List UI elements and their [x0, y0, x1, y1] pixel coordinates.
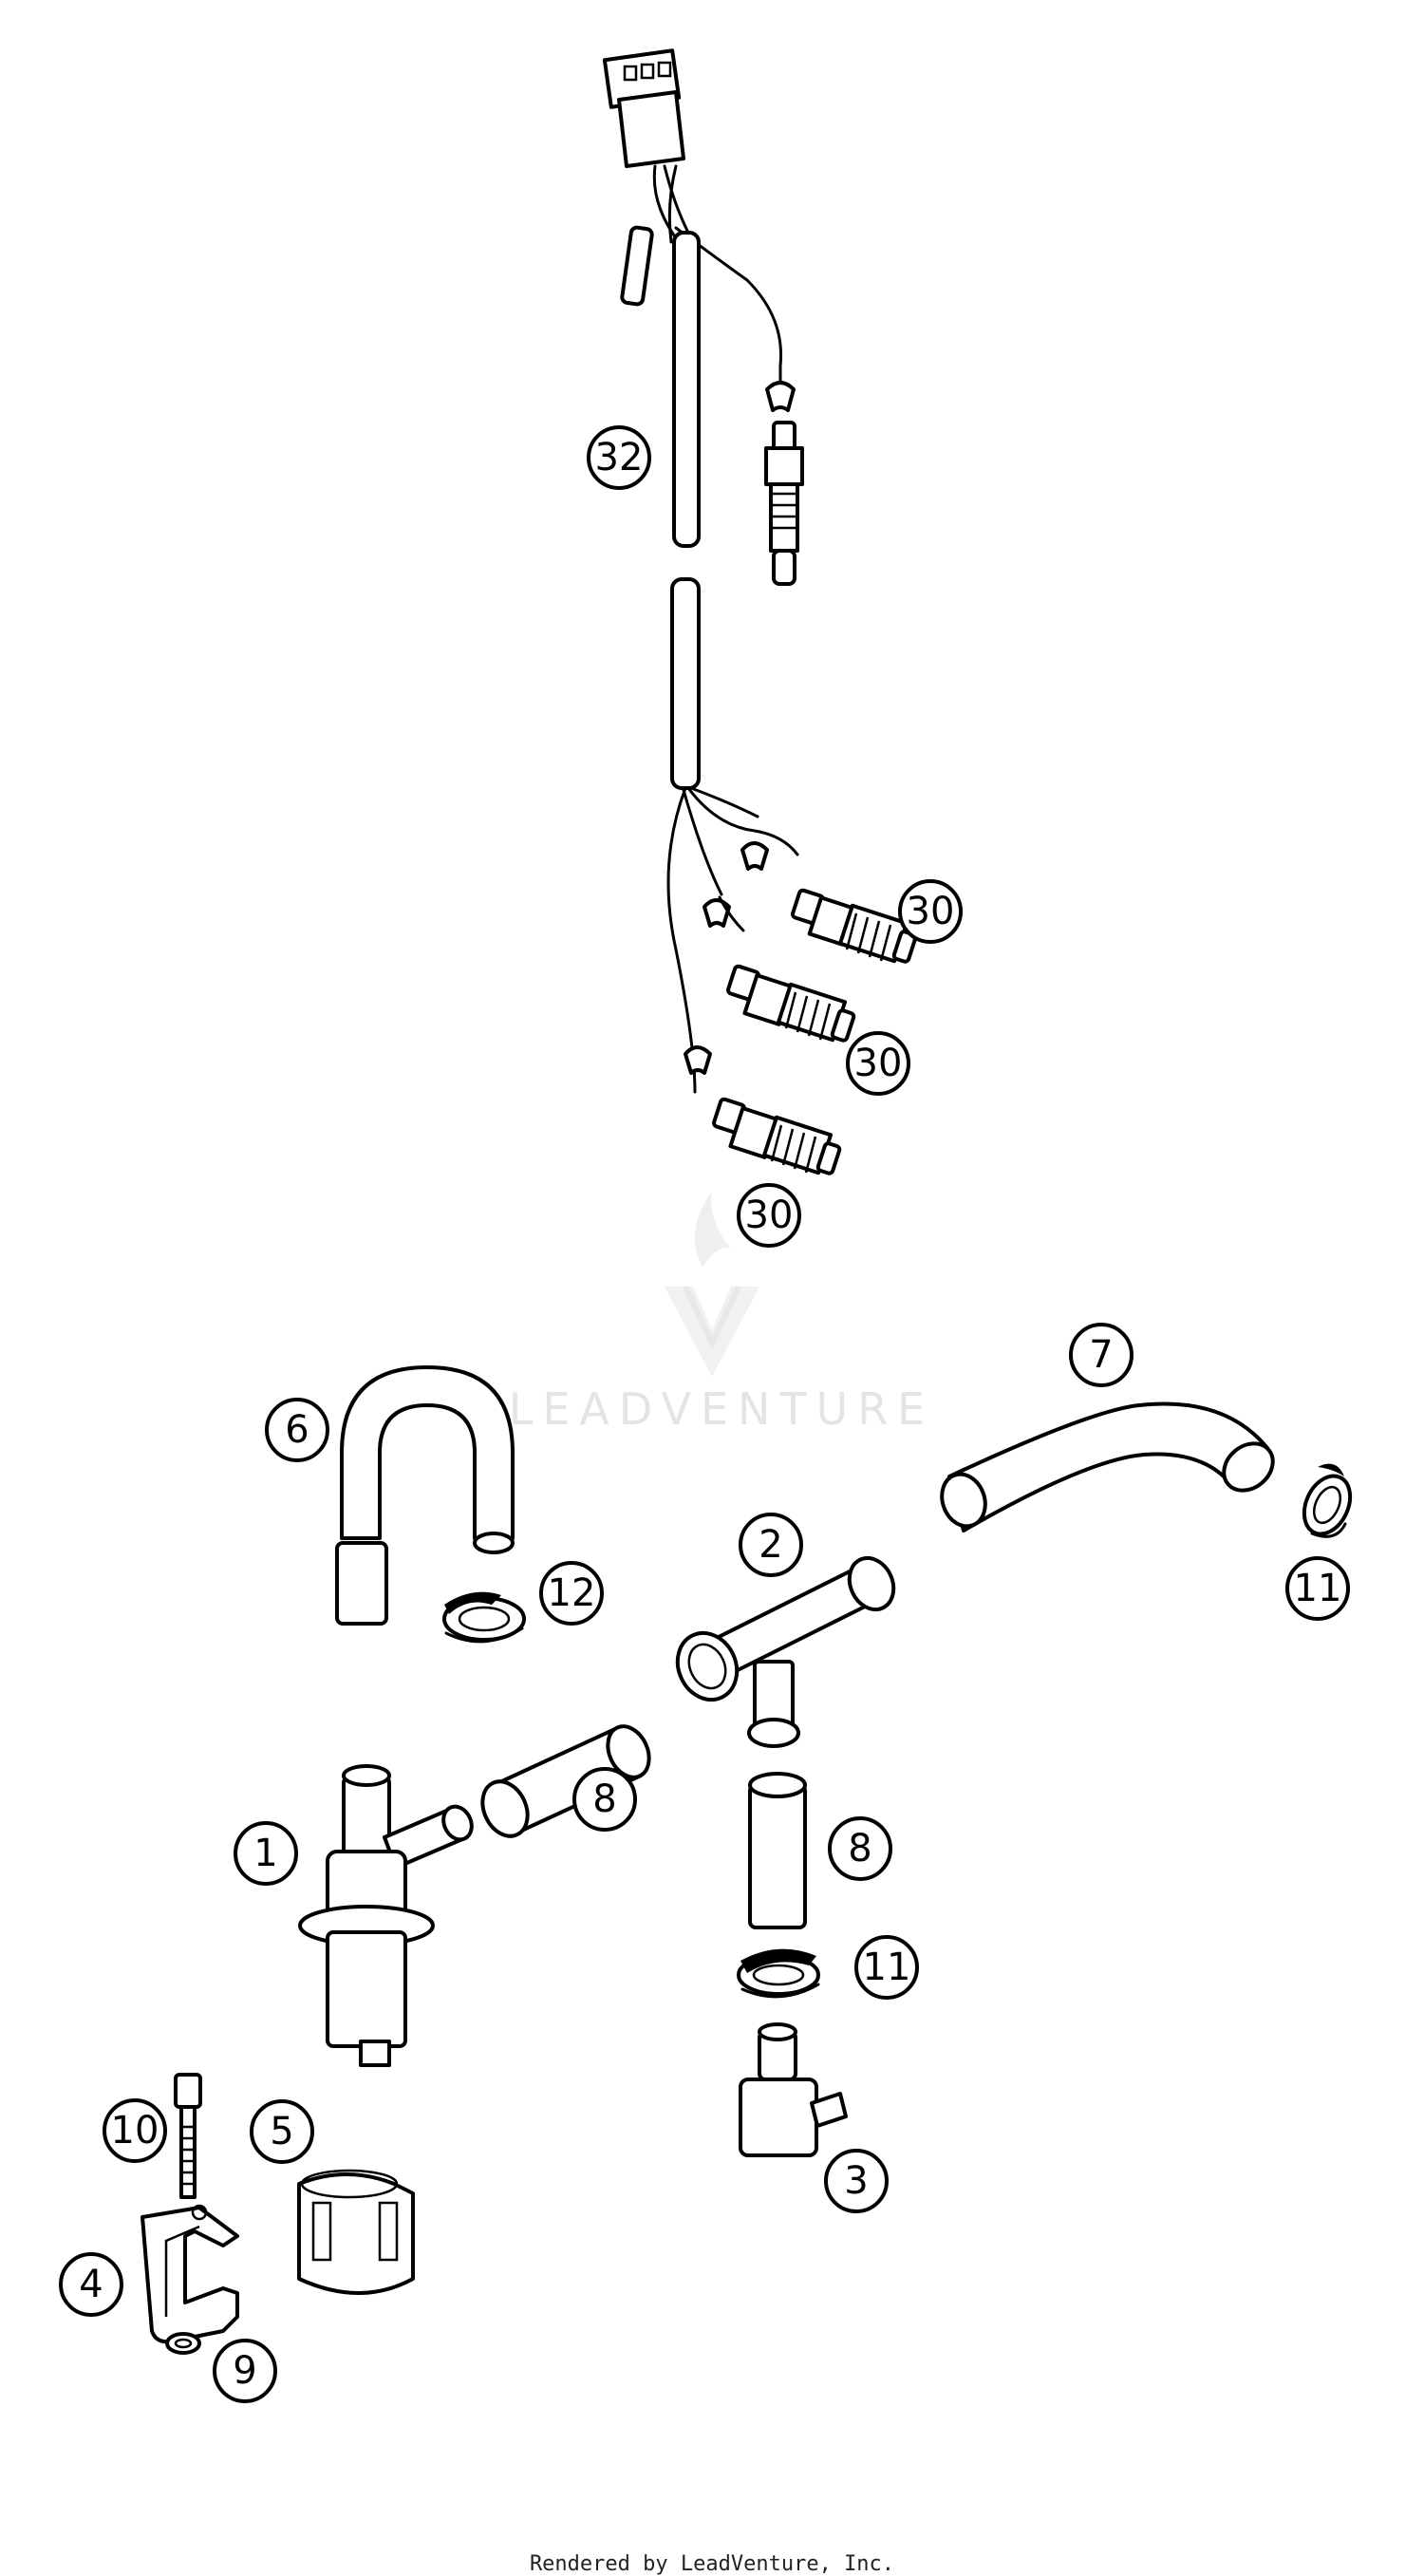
- svg-text:4: 4: [79, 2263, 103, 2306]
- callout-32: 32: [587, 425, 651, 490]
- svg-text:10: 10: [111, 2109, 159, 2153]
- callout-11: 11: [854, 1935, 919, 2000]
- svg-text:11: 11: [863, 1946, 911, 1989]
- hose-6: [335, 1365, 515, 1626]
- t-piece-2: [675, 1555, 896, 1748]
- callout-9: 9: [213, 2339, 277, 2403]
- svg-text:1: 1: [253, 1832, 277, 1875]
- washer-9: [165, 2332, 201, 2355]
- temperature-sender: [764, 421, 804, 586]
- svg-text:6: 6: [285, 1408, 309, 1452]
- callout-3: 3: [824, 2149, 889, 2213]
- svg-text:12: 12: [548, 1571, 596, 1615]
- callout-2: 2: [739, 1513, 803, 1577]
- svg-text:11: 11: [1294, 1567, 1342, 1610]
- svg-text:30: 30: [854, 1042, 903, 1085]
- hose-clamp-11-lower: [737, 1948, 820, 1999]
- svg-text:9: 9: [233, 2349, 256, 2393]
- svg-text:8: 8: [848, 1827, 871, 1871]
- callout-4: 4: [59, 2252, 123, 2317]
- watermark-logo: [665, 1192, 759, 1377]
- callout-8: 8: [828, 1816, 892, 1881]
- callout-12: 12: [539, 1561, 604, 1626]
- callout-8: 8: [572, 1767, 637, 1832]
- watermark-text: LEADVENTURE: [509, 1383, 935, 1435]
- wiring-harness: [602, 48, 799, 1094]
- callout-5: 5: [250, 2099, 314, 2164]
- callout-1: 1: [234, 1821, 298, 1886]
- callout-30: 30: [898, 879, 963, 944]
- switch-sender-2: [726, 964, 856, 1043]
- hose-clamp-12: [442, 1591, 526, 1644]
- callout-10: 10: [103, 2098, 167, 2163]
- hose-8-vertical: [748, 1772, 807, 1929]
- svg-text:2: 2: [759, 1523, 782, 1567]
- elbow-3: [739, 2022, 848, 2157]
- svg-text:30: 30: [907, 890, 955, 933]
- svg-text:8: 8: [592, 1777, 616, 1821]
- callout-30: 30: [846, 1031, 910, 1096]
- callout-11: 11: [1285, 1556, 1350, 1621]
- hose-8-angled: [480, 1724, 651, 1838]
- svg-text:5: 5: [270, 2110, 293, 2153]
- svg-text:7: 7: [1089, 1333, 1113, 1377]
- sleeve-5: [297, 2169, 415, 2295]
- switch-sender-1: [791, 888, 918, 964]
- hose-7: [940, 1401, 1275, 1532]
- valve-1: [298, 1764, 474, 2067]
- switch-sender-3: [712, 1097, 842, 1175]
- footer-credit: Rendered by LeadVenture, Inc.: [529, 2552, 895, 2576]
- callout-7: 7: [1069, 1323, 1134, 1387]
- svg-text:3: 3: [844, 2159, 868, 2203]
- callout-30: 30: [737, 1183, 801, 1248]
- svg-text:30: 30: [745, 1194, 794, 1237]
- hose-clamp-11-upper: [1302, 1463, 1353, 1538]
- svg-text:32: 32: [595, 436, 644, 479]
- bolt-10: [174, 2073, 202, 2199]
- callout-6: 6: [265, 1398, 329, 1462]
- bracket-4: [141, 2204, 239, 2344]
